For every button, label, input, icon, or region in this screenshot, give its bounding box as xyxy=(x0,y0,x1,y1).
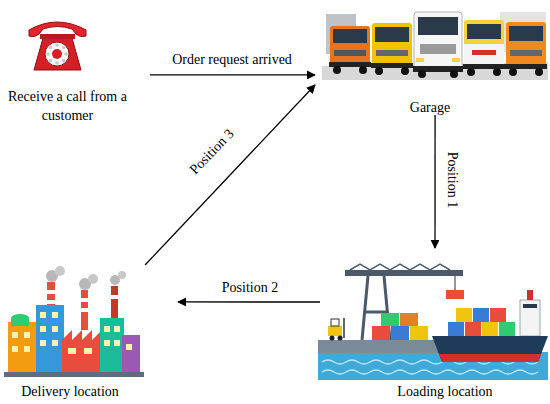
edge-label: Position 3 xyxy=(187,126,238,178)
flow-arrow xyxy=(150,74,315,75)
node-caption: Garage xyxy=(315,98,545,117)
flow-arrow xyxy=(178,301,320,302)
node-caption: Loading location xyxy=(335,382,550,401)
telephone-icon xyxy=(29,22,86,70)
illustrated-node: Garage xyxy=(315,5,550,115)
node-caption: Delivery location xyxy=(0,382,140,401)
factory-illustration xyxy=(4,266,144,377)
node-caption: Receive a call from a customer xyxy=(0,87,135,125)
edge-label: Position 1 xyxy=(444,152,460,208)
port-illustration xyxy=(318,264,548,380)
edge-label: Order request arrived xyxy=(172,52,292,68)
illustrated-node: Loading location xyxy=(320,248,550,404)
illustrated-node: Delivery location xyxy=(0,265,178,404)
flow-arrow xyxy=(145,85,315,265)
flow-arrow xyxy=(434,115,435,248)
edge-label: Position 2 xyxy=(222,280,278,296)
illustrated-node: Receive a call from a customer xyxy=(0,15,150,120)
trucks-illustration xyxy=(322,12,548,80)
